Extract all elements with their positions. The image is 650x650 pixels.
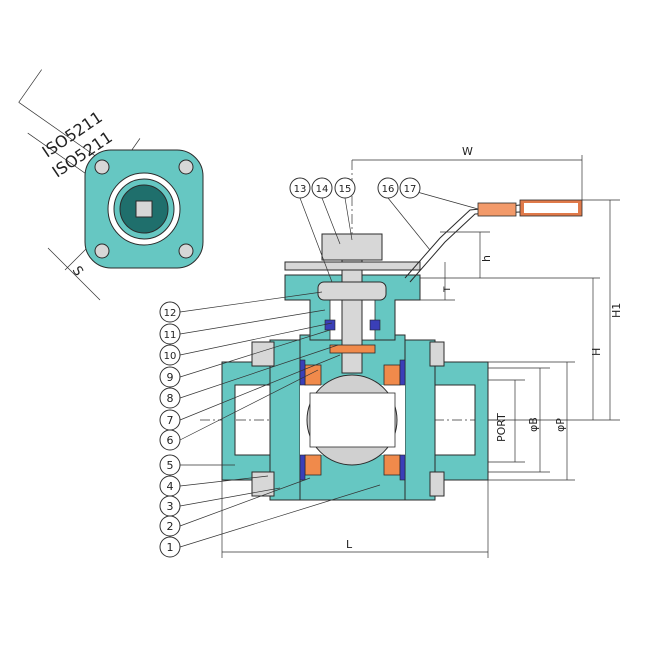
seat (383, 364, 401, 386)
svg-text:4: 4 (167, 480, 174, 493)
svg-text:11: 11 (164, 330, 177, 341)
bolt (251, 341, 275, 367)
callout-9: 9 (159, 366, 181, 388)
svg-text:14: 14 (316, 184, 329, 195)
right-flange (399, 339, 436, 501)
svg-text:15: 15 (339, 184, 352, 195)
callout-8: 8 (159, 387, 181, 409)
svg-text:13: 13 (294, 184, 307, 195)
bolt-hole (178, 243, 194, 259)
dim-port: PORT (495, 413, 508, 442)
thrust-washer (329, 344, 376, 354)
dim-h: H (590, 348, 603, 356)
callout-6: 6 (159, 429, 181, 451)
callout-11: 11 (159, 323, 181, 345)
seat (304, 454, 322, 476)
callouts: 1 2 3 4 5 6 7 8 9 10 11 12 13 14 15 16 1… (159, 177, 421, 558)
dim-p: φP (554, 418, 567, 432)
svg-text:9: 9 (167, 371, 174, 384)
handle-grip (477, 202, 517, 217)
svg-text:5: 5 (167, 459, 174, 472)
bolt (429, 341, 445, 367)
callout-10: 10 (159, 344, 181, 366)
dim-h1: H1 (610, 303, 623, 318)
ball-port (309, 392, 396, 448)
svg-text:3: 3 (167, 500, 174, 513)
callout-15: 15 (334, 177, 356, 199)
seat (383, 454, 401, 476)
dim-t: T (443, 286, 453, 293)
section-view (200, 160, 583, 501)
callout-1: 1 (159, 536, 181, 558)
top-view: ISO5211 ISO5211 S (18, 69, 204, 301)
dim-b: φB (527, 417, 540, 432)
bolt-hole (94, 243, 110, 259)
svg-text:8: 8 (167, 392, 174, 405)
svg-text:2: 2 (167, 520, 174, 533)
callout-16: 16 (377, 177, 399, 199)
svg-text:6: 6 (167, 434, 174, 447)
svg-text:1: 1 (167, 541, 174, 554)
svg-text:7: 7 (167, 414, 174, 427)
dimension-lines: W L H1 H h T PORT φB φP (221, 145, 623, 558)
dim-small-h: h (480, 255, 493, 262)
bolt (429, 471, 445, 497)
callout-14: 14 (311, 177, 333, 199)
svg-text:12: 12 (164, 308, 177, 319)
dim-l: L (346, 538, 353, 551)
gasket (399, 454, 406, 481)
callout-13: 13 (289, 177, 311, 199)
stem-square (135, 200, 153, 218)
gasket (399, 359, 406, 386)
svg-text:16: 16 (382, 184, 395, 195)
callout-5: 5 (159, 454, 181, 476)
packing-nut (317, 281, 387, 301)
stem-seal (369, 319, 381, 331)
callout-12: 12 (159, 301, 181, 323)
bolt-hole (178, 159, 194, 175)
bolt-hole (94, 159, 110, 175)
callout-7: 7 (159, 409, 181, 431)
handle-plate (284, 261, 421, 271)
dim-w: W (462, 145, 473, 158)
callout-3: 3 (159, 495, 181, 517)
callout-2: 2 (159, 515, 181, 537)
leader-lines (179, 189, 479, 548)
callout-4: 4 (159, 475, 181, 497)
svg-text:17: 17 (404, 184, 417, 195)
gasket (299, 454, 306, 481)
gasket (299, 359, 306, 386)
stem-seal (324, 319, 336, 331)
svg-text:10: 10 (164, 351, 177, 362)
callout-17: 17 (399, 177, 421, 199)
